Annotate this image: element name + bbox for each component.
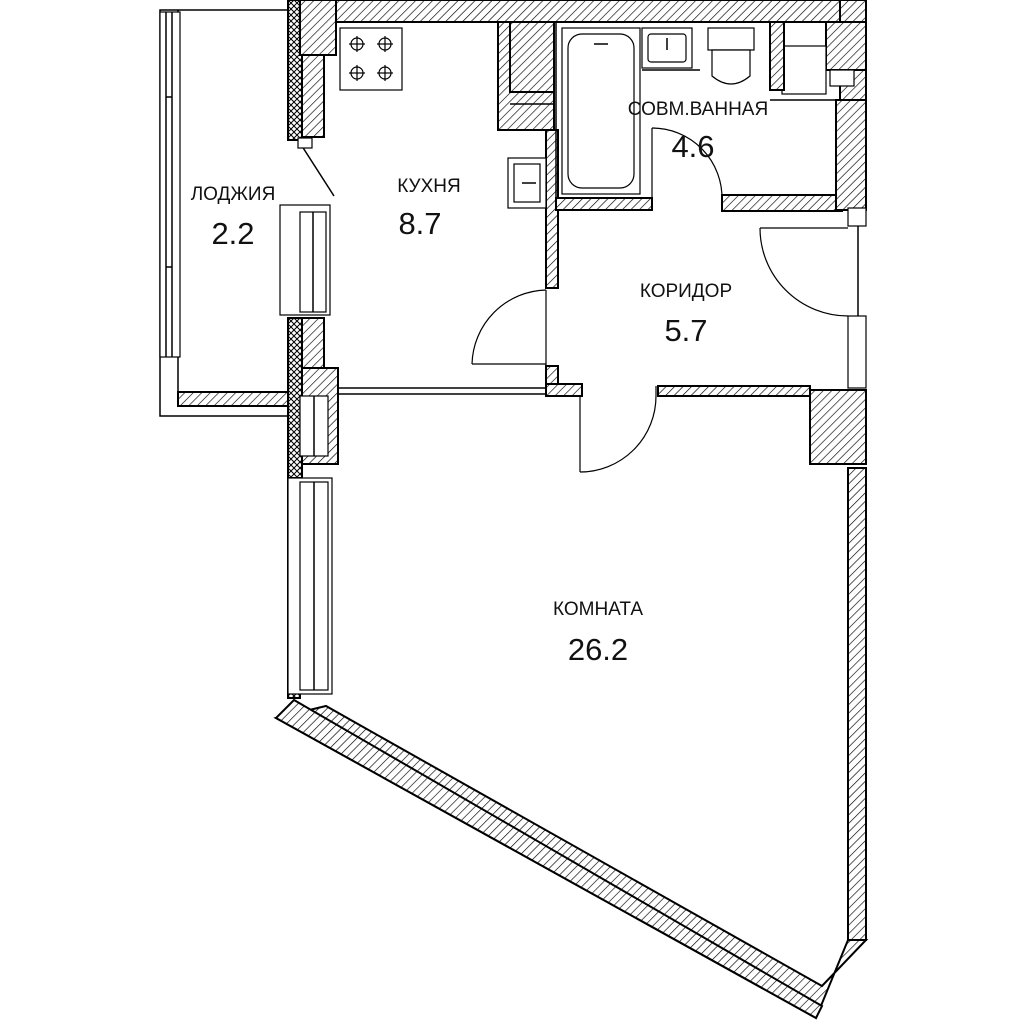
room-labels: ЛОДЖИЯ 2.2 КУХНЯ 8.7 СОВМ.ВАННАЯ 4.6 КОР… (191, 99, 769, 667)
room-name: КОМНАТА (553, 599, 643, 620)
room-area: 26.2 (568, 632, 628, 667)
bathroom-fixtures (555, 22, 836, 210)
kitchen-name: КУХНЯ (397, 176, 460, 197)
kitchen-area: 8.7 (398, 206, 441, 241)
stove-icon (339, 27, 403, 91)
kitchen-fixtures (339, 27, 547, 209)
windows (287, 395, 333, 695)
loggia-name: ЛОДЖИЯ (191, 184, 276, 205)
loggia-area: 2.2 (211, 216, 254, 251)
bathroom-name: СОВМ.ВАННАЯ (628, 99, 768, 120)
toilet-icon (707, 27, 755, 51)
loggia-structure (159, 9, 335, 417)
corridor-area: 5.7 (664, 313, 707, 348)
corridor-name: КОРИДОР (640, 281, 732, 302)
bathroom-area: 4.6 (671, 129, 714, 164)
stove-burners (349, 36, 393, 81)
doors (471, 127, 849, 473)
